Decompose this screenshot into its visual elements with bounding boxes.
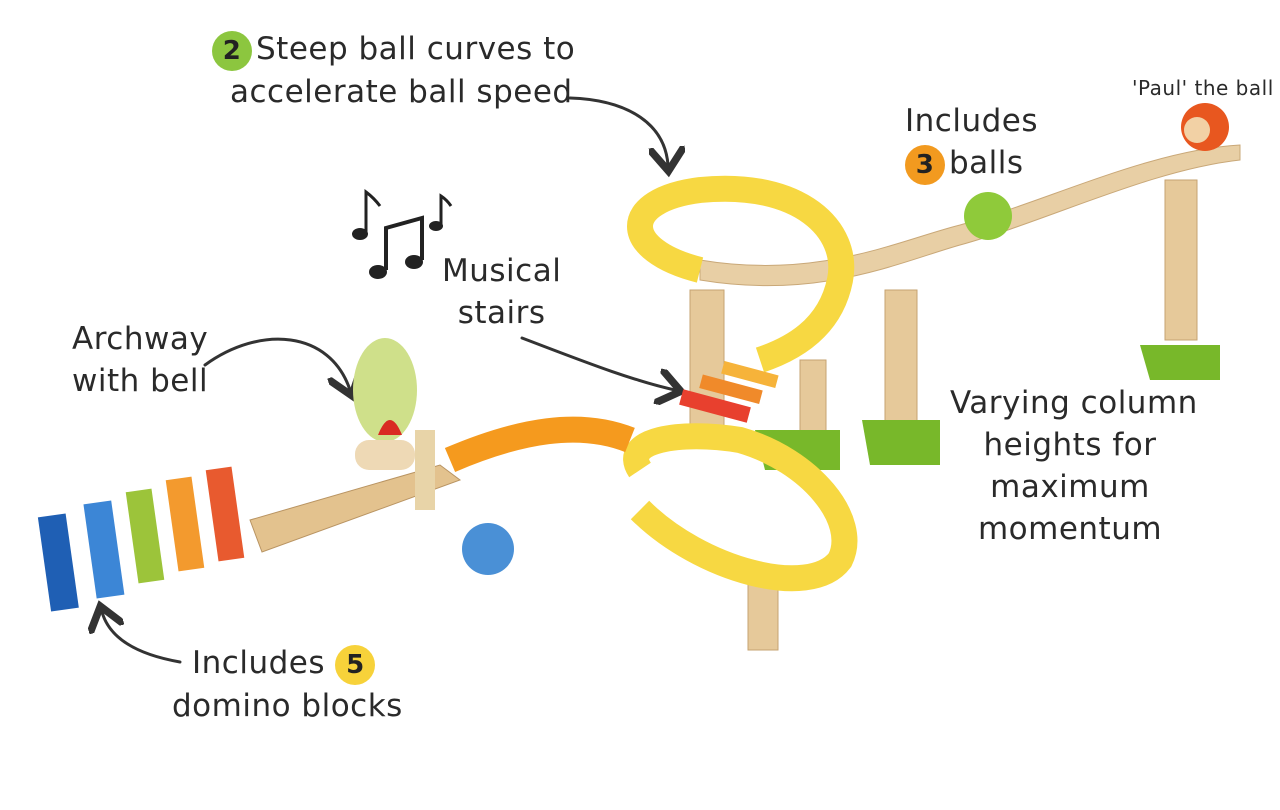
columns-line2: heights for <box>983 427 1157 463</box>
musical-line1: Musical <box>442 253 562 289</box>
columns-line4: momentum <box>977 511 1163 547</box>
label-archway: Archway with bell <box>72 318 208 402</box>
domino-blocks <box>37 466 245 612</box>
label-columns: Varying column heights for maximum momen… <box>950 382 1197 550</box>
annotation-arrows <box>102 96 675 664</box>
music-notes-icon <box>352 188 453 279</box>
badge-2: 2 <box>212 30 252 71</box>
columns-line1: Varying column <box>950 385 1198 421</box>
musical-line2: stairs <box>457 295 546 331</box>
archway-line2: with bell <box>72 363 209 399</box>
badge-5: 5 <box>335 644 376 685</box>
green-ball <box>964 192 1012 240</box>
label-musical: Musical stairs <box>442 250 561 334</box>
wooden-tracks <box>249 144 1241 553</box>
label-paul: 'Paul' the ball <box>1132 76 1274 100</box>
blue-ball <box>462 523 514 575</box>
musical-stairs <box>679 360 779 423</box>
dominoes-line2: domino blocks <box>172 687 403 724</box>
archway-with-bell <box>353 338 435 510</box>
columns <box>689 179 1198 651</box>
orange-track <box>444 416 635 472</box>
archway-line1: Archway <box>72 321 209 357</box>
yellow-curves <box>623 175 858 592</box>
balls-line2: balls <box>949 145 1024 181</box>
label-dominoes: Includes 5 domino blocks <box>172 642 403 727</box>
curves-line1: Steep ball curves to <box>256 31 576 67</box>
badge-3: 3 <box>905 144 945 185</box>
balls-line1: Includes <box>905 103 1038 139</box>
dominoes-line1: Includes <box>192 645 325 681</box>
columns-line3: maximum <box>990 469 1150 505</box>
curves-line2: accelerate ball speed <box>230 73 573 110</box>
